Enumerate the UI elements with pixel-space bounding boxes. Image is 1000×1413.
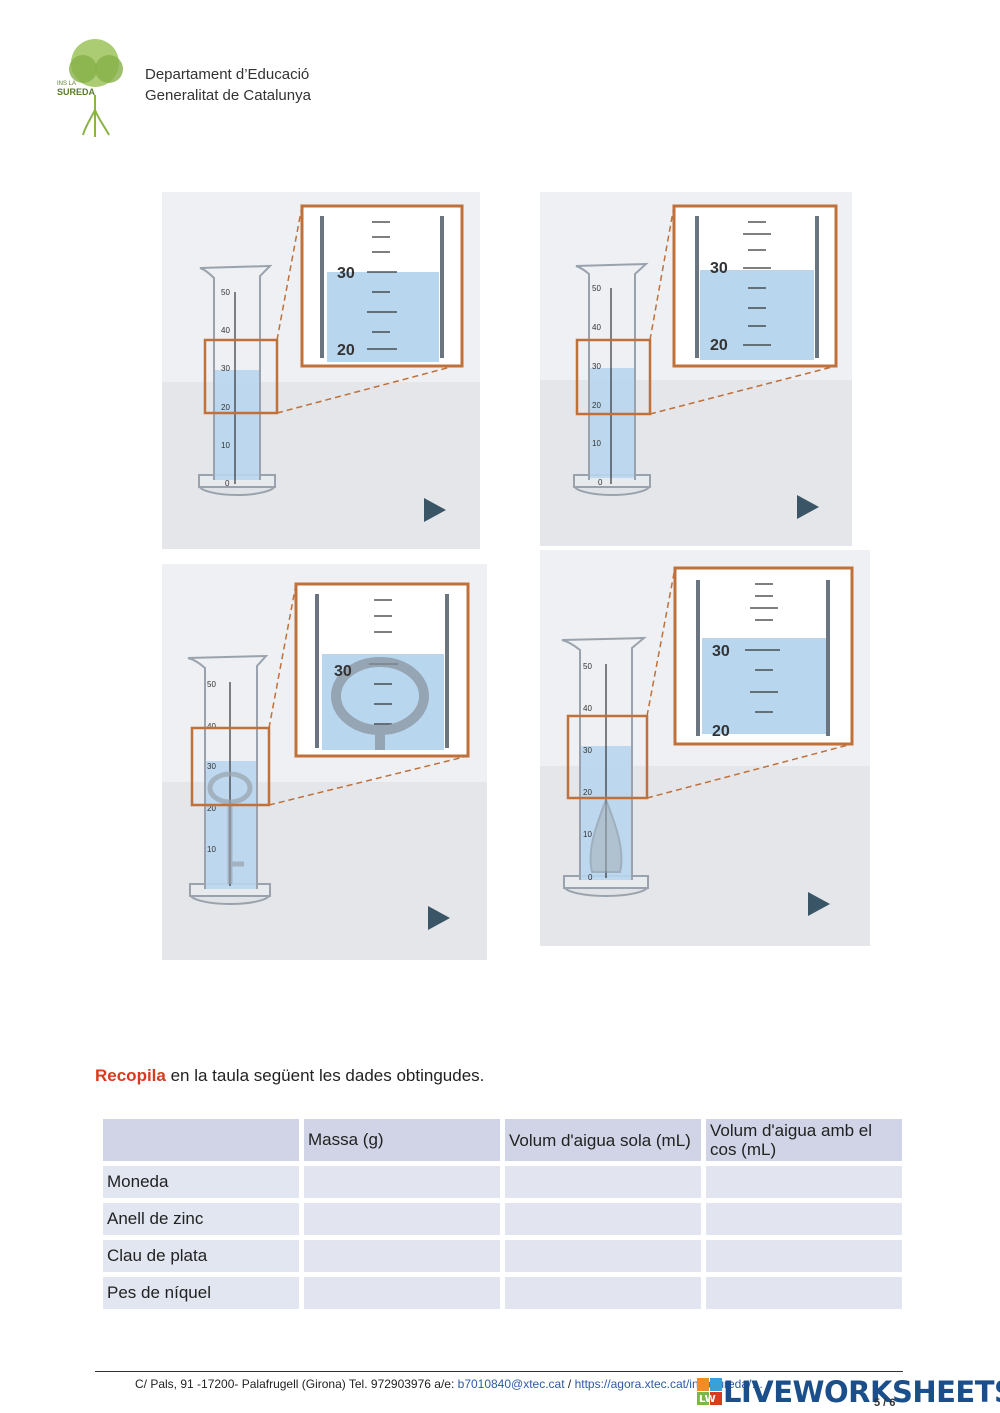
table-header-cell: Volum d'aigua sola (mL) (505, 1119, 701, 1161)
logo-text-top: INS LA (57, 81, 76, 87)
badge-text: LW (699, 1394, 716, 1405)
water-with-object-input[interactable] (706, 1277, 902, 1309)
table-row: Anell de zinc (103, 1203, 902, 1235)
table-header-cell: Massa (g) (304, 1119, 500, 1161)
scale-label: 40 (592, 323, 601, 332)
instruction-keyword: Recopila (95, 1066, 166, 1085)
zoom-panel: 30 20 (672, 204, 838, 368)
water-volume-input[interactable] (505, 1166, 701, 1198)
page-number: 5 / 6 (874, 1397, 896, 1409)
play-icon[interactable] (808, 892, 830, 916)
scale-label: 40 (221, 326, 230, 335)
graduated-cylinder (198, 264, 276, 496)
play-icon[interactable] (797, 495, 819, 519)
school-logo: INS LA SUREDA (57, 39, 123, 137)
table-row: Clau de plata (103, 1240, 902, 1272)
scale-label: 30 (221, 364, 230, 373)
scale-label: 10 (592, 439, 601, 448)
scale-label: 10 (583, 830, 592, 839)
mass-input[interactable] (304, 1277, 500, 1309)
dept-line-2: Generalitat de Catalunya (145, 87, 311, 104)
logo-text-bottom: SUREDA (57, 87, 96, 97)
key-object (207, 771, 253, 884)
instruction-text: Recopila en la taula següent les dades o… (95, 1066, 484, 1086)
mass-input[interactable] (304, 1240, 500, 1272)
row-label: Clau de plata (103, 1240, 299, 1272)
zoom-panel: 30 (294, 582, 470, 758)
scale-label: 20 (221, 403, 230, 412)
zoom-highlight (203, 338, 279, 415)
scale-label: 30 (592, 362, 601, 371)
footer-email-link[interactable]: b7010840@xtec.cat (457, 1377, 565, 1391)
scale-label: 0 (598, 478, 603, 487)
scale-label: 50 (583, 662, 592, 671)
scale-label: 50 (221, 288, 230, 297)
footer-divider (95, 1371, 903, 1372)
scale-label: 10 (221, 441, 230, 450)
water-volume-input[interactable] (505, 1277, 701, 1309)
zoom-label-upper: 30 (710, 260, 728, 277)
footer-separator: / (564, 1377, 575, 1391)
scale-label: 40 (583, 704, 592, 713)
table-row: Moneda (103, 1166, 902, 1198)
footer-address-text: C/ Pals, 91 -17200- Palafrugell (Girona)… (135, 1377, 458, 1391)
department-name: Departament d’Educació Generalitat de Ca… (145, 64, 311, 106)
table-header-cell: Volum d'aigua amb el cos (mL) (706, 1119, 902, 1161)
water-with-object-input[interactable] (706, 1166, 902, 1198)
cylinder-panel-1: 50 40 30 20 10 0 30 20 (162, 192, 480, 549)
table-header-cell (103, 1119, 299, 1161)
dept-line-1: Departament d’Educació (145, 66, 310, 83)
row-label: Pes de níquel (103, 1277, 299, 1309)
table-header-row: Massa (g) Volum d'aigua sola (mL) Volum … (103, 1119, 902, 1161)
scale-label: 30 (207, 762, 216, 771)
zoom-label-upper: 30 (337, 265, 355, 282)
scale-label: 10 (207, 845, 216, 854)
scale-label: 0 (225, 479, 230, 488)
zoom-panel: 30 20 (300, 204, 464, 368)
water-with-object-input[interactable] (706, 1203, 902, 1235)
liveworksheets-logo[interactable]: LW LIVEWORKSHEETS (697, 1375, 1000, 1409)
liveworksheets-badge-icon: LW (697, 1378, 722, 1405)
zoom-panel: 30 20 (673, 566, 854, 746)
cylinder-panel-4: 50 40 30 20 10 0 30 20 (540, 550, 870, 946)
table-row: Pes de níquel (103, 1277, 902, 1309)
scale-label: 20 (207, 804, 216, 813)
mass-input[interactable] (304, 1166, 500, 1198)
row-label: Anell de zinc (103, 1203, 299, 1235)
scale-label: 20 (592, 401, 601, 410)
zoom-label-lower: 20 (337, 342, 355, 359)
zoom-label-lower: 20 (710, 337, 728, 354)
water-volume-input[interactable] (505, 1203, 701, 1235)
data-table: Massa (g) Volum d'aigua sola (mL) Volum … (98, 1114, 907, 1314)
mass-input[interactable] (304, 1203, 500, 1235)
scale-label: 40 (207, 722, 216, 731)
play-icon[interactable] (424, 498, 446, 522)
cylinder-panel-3: 50 40 30 20 10 30 (162, 564, 487, 960)
scale-label: 20 (583, 788, 592, 797)
zoom-highlight (190, 726, 271, 807)
liveworksheets-wordmark: LIVEWORKSHEETS (723, 1375, 1000, 1409)
row-label: Moneda (103, 1166, 299, 1198)
scale-label: 30 (583, 746, 592, 755)
weight-object (589, 797, 623, 873)
zoom-highlight (575, 338, 652, 416)
footer-address: C/ Pals, 91 -17200- Palafrugell (Girona)… (135, 1377, 763, 1391)
play-icon[interactable] (428, 906, 450, 930)
water-with-object-input[interactable] (706, 1240, 902, 1272)
zoom-highlight (566, 714, 649, 800)
scale-label: 0 (588, 873, 593, 882)
cylinder-panel-2: 50 40 30 20 10 0 30 20 (540, 192, 852, 546)
scale-label: 50 (207, 680, 216, 689)
instruction-rest: en la taula següent les dades obtingudes… (165, 1066, 485, 1085)
zoom-label-upper: 30 (334, 663, 352, 680)
zoom-label-lower: 20 (712, 723, 730, 740)
scale-label: 50 (592, 284, 601, 293)
water-volume-input[interactable] (505, 1240, 701, 1272)
zoom-label-upper: 30 (712, 643, 730, 660)
